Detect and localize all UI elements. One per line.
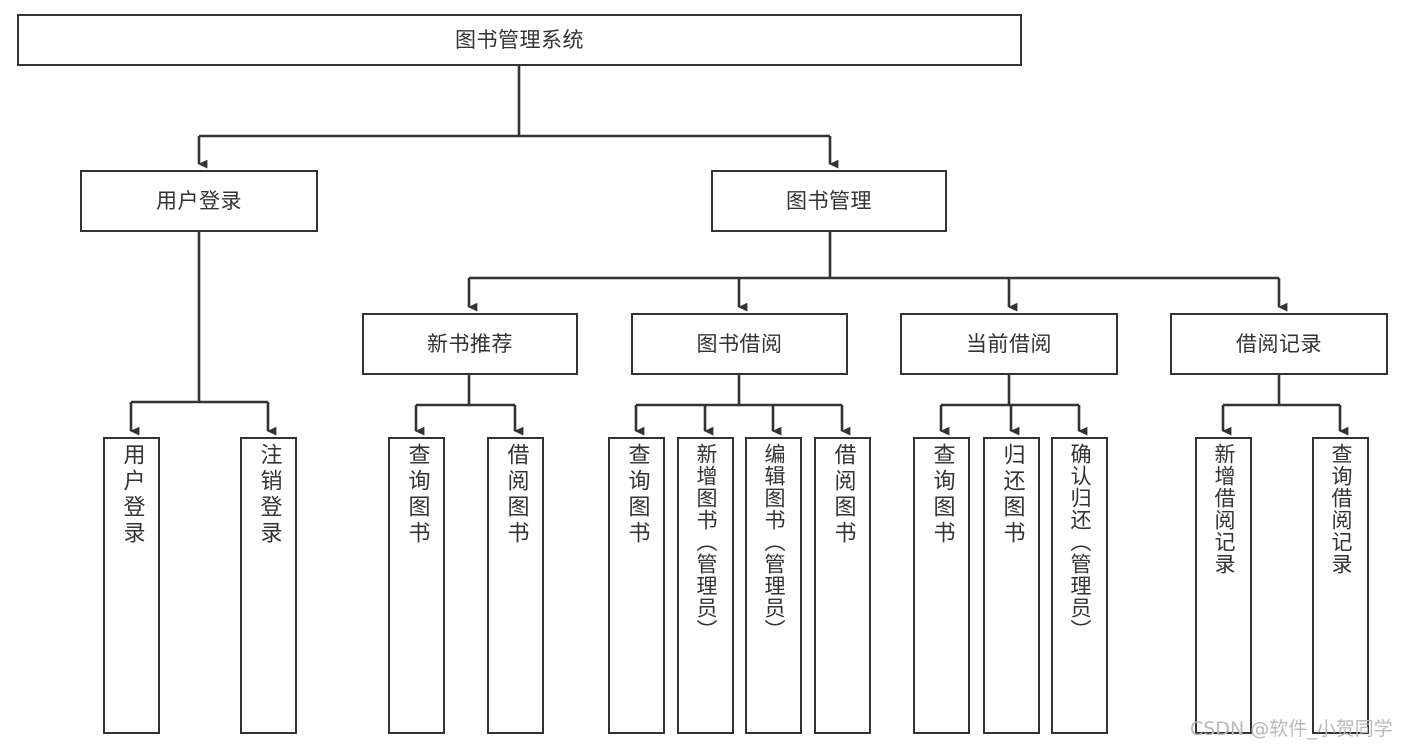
- leaf-query-book-current[interactable]: 查询图书: [913, 437, 970, 734]
- leaf-query-book-recommend[interactable]: 查询图书: [388, 437, 445, 734]
- leaf-confirm-return-admin[interactable]: 确认归还（管理员）: [1051, 437, 1108, 734]
- node-book-borrow[interactable]: 图书借阅: [631, 313, 848, 375]
- node-label: 借阅图书: [830, 443, 856, 547]
- node-label: 查询图书: [929, 443, 955, 547]
- node-label: 用户登录: [119, 443, 145, 547]
- node-label: 新增图书（管理员）: [694, 443, 718, 641]
- node-label: 查询图书: [624, 443, 650, 547]
- node-label: 查询借阅记录: [1329, 443, 1353, 575]
- leaf-user-login[interactable]: 用户登录: [103, 437, 160, 734]
- node-label: 图书借阅: [696, 331, 783, 356]
- leaf-return-book[interactable]: 归还图书: [983, 437, 1040, 734]
- node-label: 编辑图书（管理员）: [762, 443, 786, 641]
- node-label: 归还图书: [999, 443, 1025, 547]
- node-borrow-record[interactable]: 借阅记录: [1170, 313, 1388, 375]
- leaf-add-borrow-record[interactable]: 新增借阅记录: [1195, 437, 1252, 734]
- node-label: 用户登录: [156, 188, 242, 213]
- leaf-query-book-borrow[interactable]: 查询图书: [608, 437, 665, 734]
- leaf-borrow-book-recommend[interactable]: 借阅图书: [487, 437, 544, 734]
- node-label: 当前借阅: [966, 331, 1052, 356]
- csdn-watermark: CSDN @软件_小贺同学: [1190, 718, 1393, 740]
- leaf-borrow-book-borrow[interactable]: 借阅图书: [814, 437, 871, 734]
- node-label: 新书推荐: [427, 331, 513, 356]
- node-label: 借阅图书: [503, 443, 529, 547]
- leaf-edit-book-admin[interactable]: 编辑图书（管理员）: [745, 437, 802, 734]
- node-label: 确认归还（管理员）: [1068, 443, 1092, 641]
- leaf-add-book-admin[interactable]: 新增图书（管理员）: [677, 437, 734, 734]
- node-label: 新增借阅记录: [1212, 443, 1236, 575]
- node-label: 注销登录: [256, 443, 282, 547]
- node-label: 借阅记录: [1236, 331, 1322, 356]
- node-book-manage[interactable]: 图书管理: [711, 170, 947, 232]
- node-label: 查询图书: [404, 443, 430, 547]
- node-new-book-recommend[interactable]: 新书推荐: [362, 313, 578, 375]
- leaf-query-borrow-record[interactable]: 查询借阅记录: [1312, 437, 1369, 734]
- node-label: 图书管理系统: [455, 27, 584, 52]
- node-root-system[interactable]: 图书管理系统: [17, 14, 1022, 66]
- node-label: 图书管理: [786, 188, 872, 213]
- leaf-logout-login[interactable]: 注销登录: [240, 437, 297, 734]
- node-user-login[interactable]: 用户登录: [80, 170, 318, 232]
- node-current-borrow[interactable]: 当前借阅: [900, 313, 1118, 375]
